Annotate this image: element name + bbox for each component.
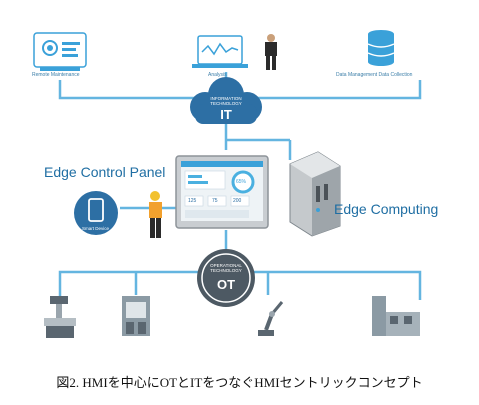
smart-device-label: Smart Device [82,226,110,231]
smart-device-icon [74,191,118,235]
ot-cloud [197,249,255,307]
edge-control-panel-label: Edge Control Panel [44,164,166,180]
edge-computing-label: Edge Computing [334,201,439,217]
ot-cloud-title: OT [216,277,236,292]
hmi-panel [175,155,269,229]
analysis-label: Analysis [208,72,227,78]
ot-cloud-subtitle: OPERATIONAL TECHNOLOGY [210,263,242,273]
hmi-gauge-value: 65% [236,179,247,185]
figure-caption: 図2. HMIを中心にOTとITをつなぐHMIセントリックコンセプト [56,375,423,390]
analyst-person-icon [265,34,277,70]
remote-maintenance-icon [33,32,87,71]
it-cloud-subtitle: INFORMATION TECHNOLOGY [210,96,242,106]
factory-icon [372,296,420,336]
hmi-value-2: 75 [212,198,218,204]
hmi-value-3: 200 [233,198,242,204]
machine-cabinet-icon [122,296,150,336]
hmi-value-1: 125 [188,198,197,204]
remote-maintenance-label: Remote Maintenance [32,72,80,78]
it-cloud [190,77,262,124]
worker-person-icon [149,191,162,238]
machine-tool-icon [44,296,76,338]
database-icon [367,30,395,66]
it-cloud-title: IT [220,107,232,122]
data-management-label: Data Management Data Collection [336,72,413,78]
edge-computing-box-icon [289,151,341,237]
robot-arm-icon [258,301,284,336]
analysis-icon [192,35,248,68]
